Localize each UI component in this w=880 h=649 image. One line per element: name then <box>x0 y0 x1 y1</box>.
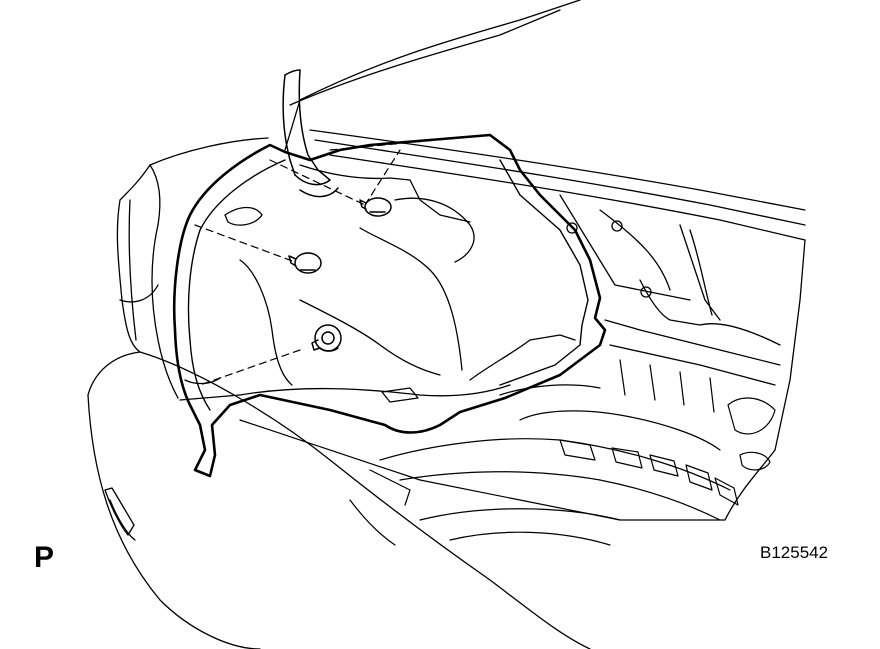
clip <box>359 197 392 217</box>
clip <box>288 252 322 274</box>
trunk-side-trim-cover <box>172 133 607 478</box>
package-tray <box>309 129 806 321</box>
trunk-floor <box>239 359 776 546</box>
rear-quarter-panel <box>116 137 269 399</box>
view-code-label: P <box>34 541 55 574</box>
bolt <box>566 220 652 298</box>
figure-id-label: B125542 <box>760 543 829 562</box>
installation-lines <box>194 134 491 386</box>
right-inner-panel <box>604 239 806 521</box>
rear-bumper <box>87 351 591 649</box>
screw-grommet <box>311 324 342 352</box>
trunk-lid <box>284 0 581 151</box>
trunk-lid-hinge <box>282 69 339 198</box>
